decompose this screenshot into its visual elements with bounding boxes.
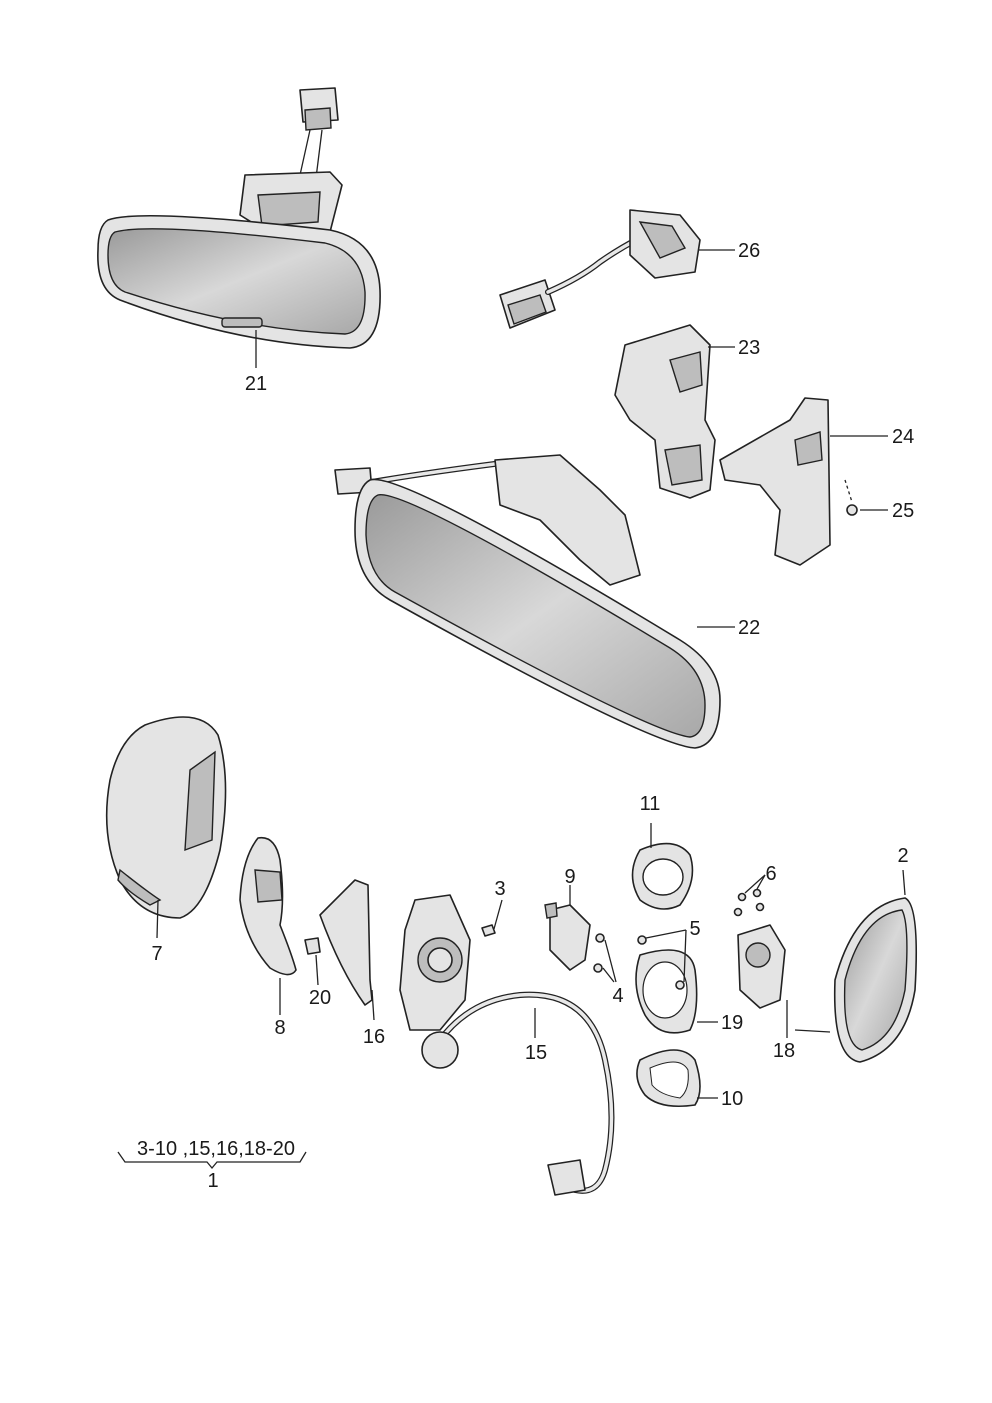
group-bracket xyxy=(117,1151,307,1170)
label-group: 3-10 ,15,16,18-20 xyxy=(137,1138,295,1160)
label-24: 24 xyxy=(892,426,914,448)
label-15: 15 xyxy=(525,1042,547,1064)
part-3-screw xyxy=(481,899,503,937)
label-7: 7 xyxy=(151,943,162,965)
label-5: 5 xyxy=(689,918,700,940)
part-21-interior-mirror xyxy=(97,87,381,368)
part-22-interior-mirror xyxy=(334,454,735,749)
label-4: 4 xyxy=(612,985,623,1007)
part-18-adjuster xyxy=(737,924,788,1038)
label-26: 26 xyxy=(738,240,760,262)
part-7-housing-cap xyxy=(105,716,227,939)
label-2: 2 xyxy=(897,845,908,867)
label-10: 10 xyxy=(721,1088,743,1110)
part-10-seal xyxy=(636,1049,718,1108)
part-24-cover xyxy=(719,397,888,566)
label-23: 23 xyxy=(738,337,760,359)
part-9-motor xyxy=(544,885,591,971)
part-11-gasket xyxy=(631,823,694,910)
label-20: 20 xyxy=(309,987,331,1009)
part-6-screws xyxy=(733,874,766,917)
label-25: 25 xyxy=(892,500,914,522)
label-18: 18 xyxy=(773,1040,795,1062)
part-26-wiring-adapter xyxy=(499,209,735,329)
part-23-cover xyxy=(614,324,735,499)
label-8: 8 xyxy=(274,1017,285,1039)
part-15-base-cable xyxy=(399,894,615,1196)
part-20-clip xyxy=(304,937,321,986)
part-4-screws xyxy=(593,933,617,983)
part-8-turn-signal xyxy=(239,836,297,1015)
label-22: 22 xyxy=(738,617,760,639)
label-21: 21 xyxy=(245,373,267,395)
label-3: 3 xyxy=(494,878,505,900)
label-16: 16 xyxy=(363,1026,385,1048)
label-6: 6 xyxy=(765,863,776,885)
part-25-screw xyxy=(844,479,888,516)
label-11: 11 xyxy=(640,793,661,815)
label-9: 9 xyxy=(564,866,575,888)
part-2-mirror-glass xyxy=(794,869,917,1063)
part-16-cover-plate xyxy=(319,879,375,1021)
label-19: 19 xyxy=(721,1012,743,1034)
part-19-housing-ring xyxy=(635,929,718,1034)
label-1: 1 xyxy=(207,1170,218,1192)
